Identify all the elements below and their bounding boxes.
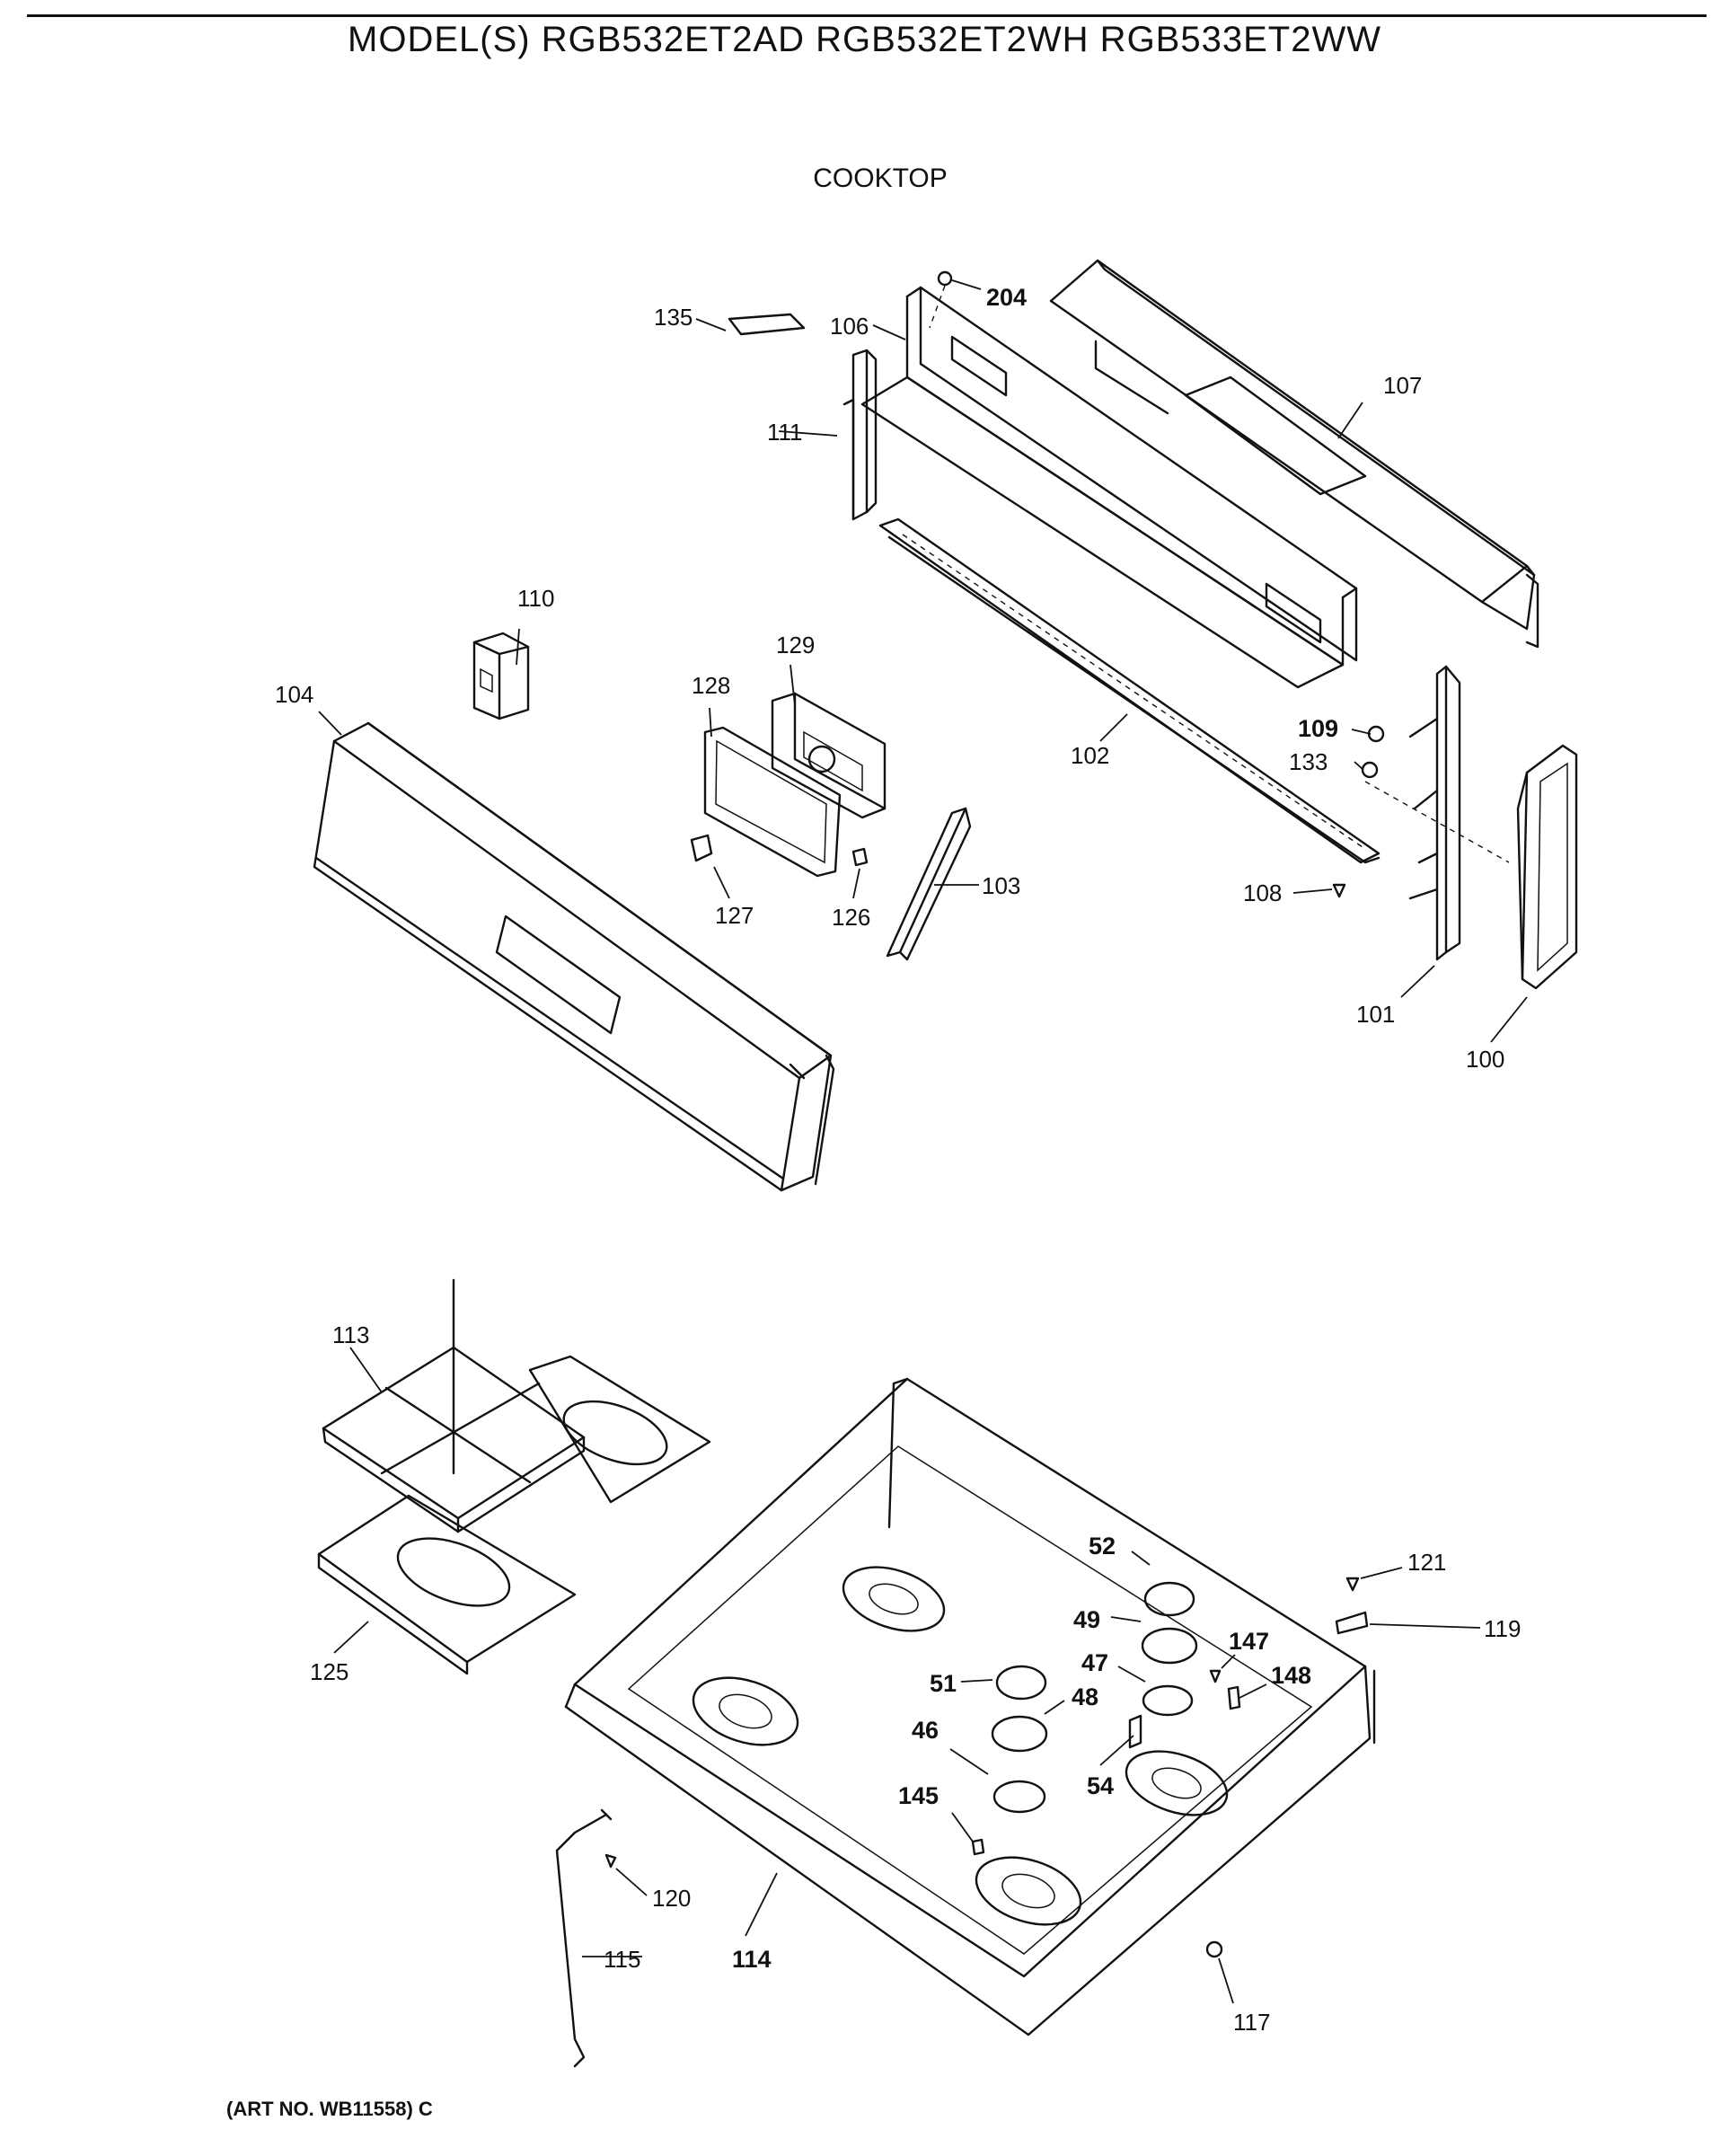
part-small-knobs (690, 834, 869, 867)
callout-114: 114 (732, 1946, 772, 1973)
callout-107: 107 (1383, 372, 1422, 399)
callout-117: 117 (1233, 2009, 1270, 2036)
part-small-lower (555, 1577, 1369, 2068)
callout-101: 101 (1356, 1001, 1395, 1028)
callout-125: 125 (310, 1658, 348, 1685)
callout-109: 109 (1298, 715, 1338, 742)
part-end-cap (1516, 744, 1578, 990)
callout-labels: 204 135 106 107 111 110 129 128 104 102 … (275, 284, 1521, 2036)
part-trim-rail (878, 517, 1381, 864)
top-rule (27, 14, 1707, 17)
callout-108: 108 (1243, 879, 1282, 906)
callout-204: 204 (986, 284, 1027, 311)
callout-102: 102 (1071, 742, 1109, 769)
callout-128: 128 (692, 672, 730, 699)
callout-52: 52 (1089, 1533, 1116, 1560)
callout-104: 104 (275, 681, 313, 708)
callout-126: 126 (832, 904, 870, 931)
callout-121: 121 (1407, 1549, 1446, 1576)
part-clip-135 (728, 313, 806, 336)
callout-110: 110 (517, 585, 554, 612)
fasteners-upper (929, 270, 1385, 898)
page-title: MODEL(S) RGB532ET2AD RGB532ET2WH RGB533E… (348, 20, 1381, 59)
callout-145: 145 (898, 1782, 939, 1809)
part-side-bracket-right (1364, 665, 1510, 961)
part-backguard-frame (860, 286, 1358, 689)
part-drip-trays (317, 1355, 711, 1675)
part-burner-grate (322, 1278, 586, 1533)
part-relay-box (472, 632, 530, 720)
callout-115: 115 (604, 1946, 640, 1973)
part-bracket-103 (886, 807, 972, 961)
callout-135: 135 (654, 304, 692, 331)
callout-127: 127 (715, 902, 754, 929)
art-number: (ART NO. WB11558) C (226, 2098, 433, 2120)
callout-54: 54 (1087, 1772, 1114, 1799)
leader-lines (318, 279, 1528, 2004)
part-side-bracket-left (842, 349, 878, 521)
callout-120: 120 (652, 1885, 691, 1912)
callout-103: 103 (982, 872, 1020, 899)
callout-113: 113 (332, 1321, 369, 1348)
part-rear-cover (1049, 259, 1539, 649)
callout-51: 51 (930, 1670, 957, 1697)
callout-129: 129 (776, 632, 815, 658)
part-cooktop (564, 1377, 1376, 2037)
part-burner-heads (991, 1581, 1198, 1814)
callout-148: 148 (1271, 1662, 1311, 1689)
callout-49: 49 (1073, 1606, 1100, 1633)
section-title: COOKTOP (813, 163, 948, 193)
callout-47: 47 (1081, 1649, 1108, 1676)
callout-48: 48 (1072, 1683, 1098, 1710)
callout-46: 46 (912, 1717, 939, 1744)
callout-147: 147 (1229, 1628, 1269, 1655)
callout-106: 106 (830, 313, 869, 340)
callout-111: 111 (767, 419, 803, 446)
callout-100: 100 (1466, 1046, 1504, 1073)
part-clock-glass (703, 726, 842, 878)
callout-133: 133 (1289, 748, 1328, 775)
callout-119: 119 (1484, 1615, 1521, 1642)
part-control-panel (313, 721, 835, 1192)
part-clock-timer (771, 692, 887, 819)
